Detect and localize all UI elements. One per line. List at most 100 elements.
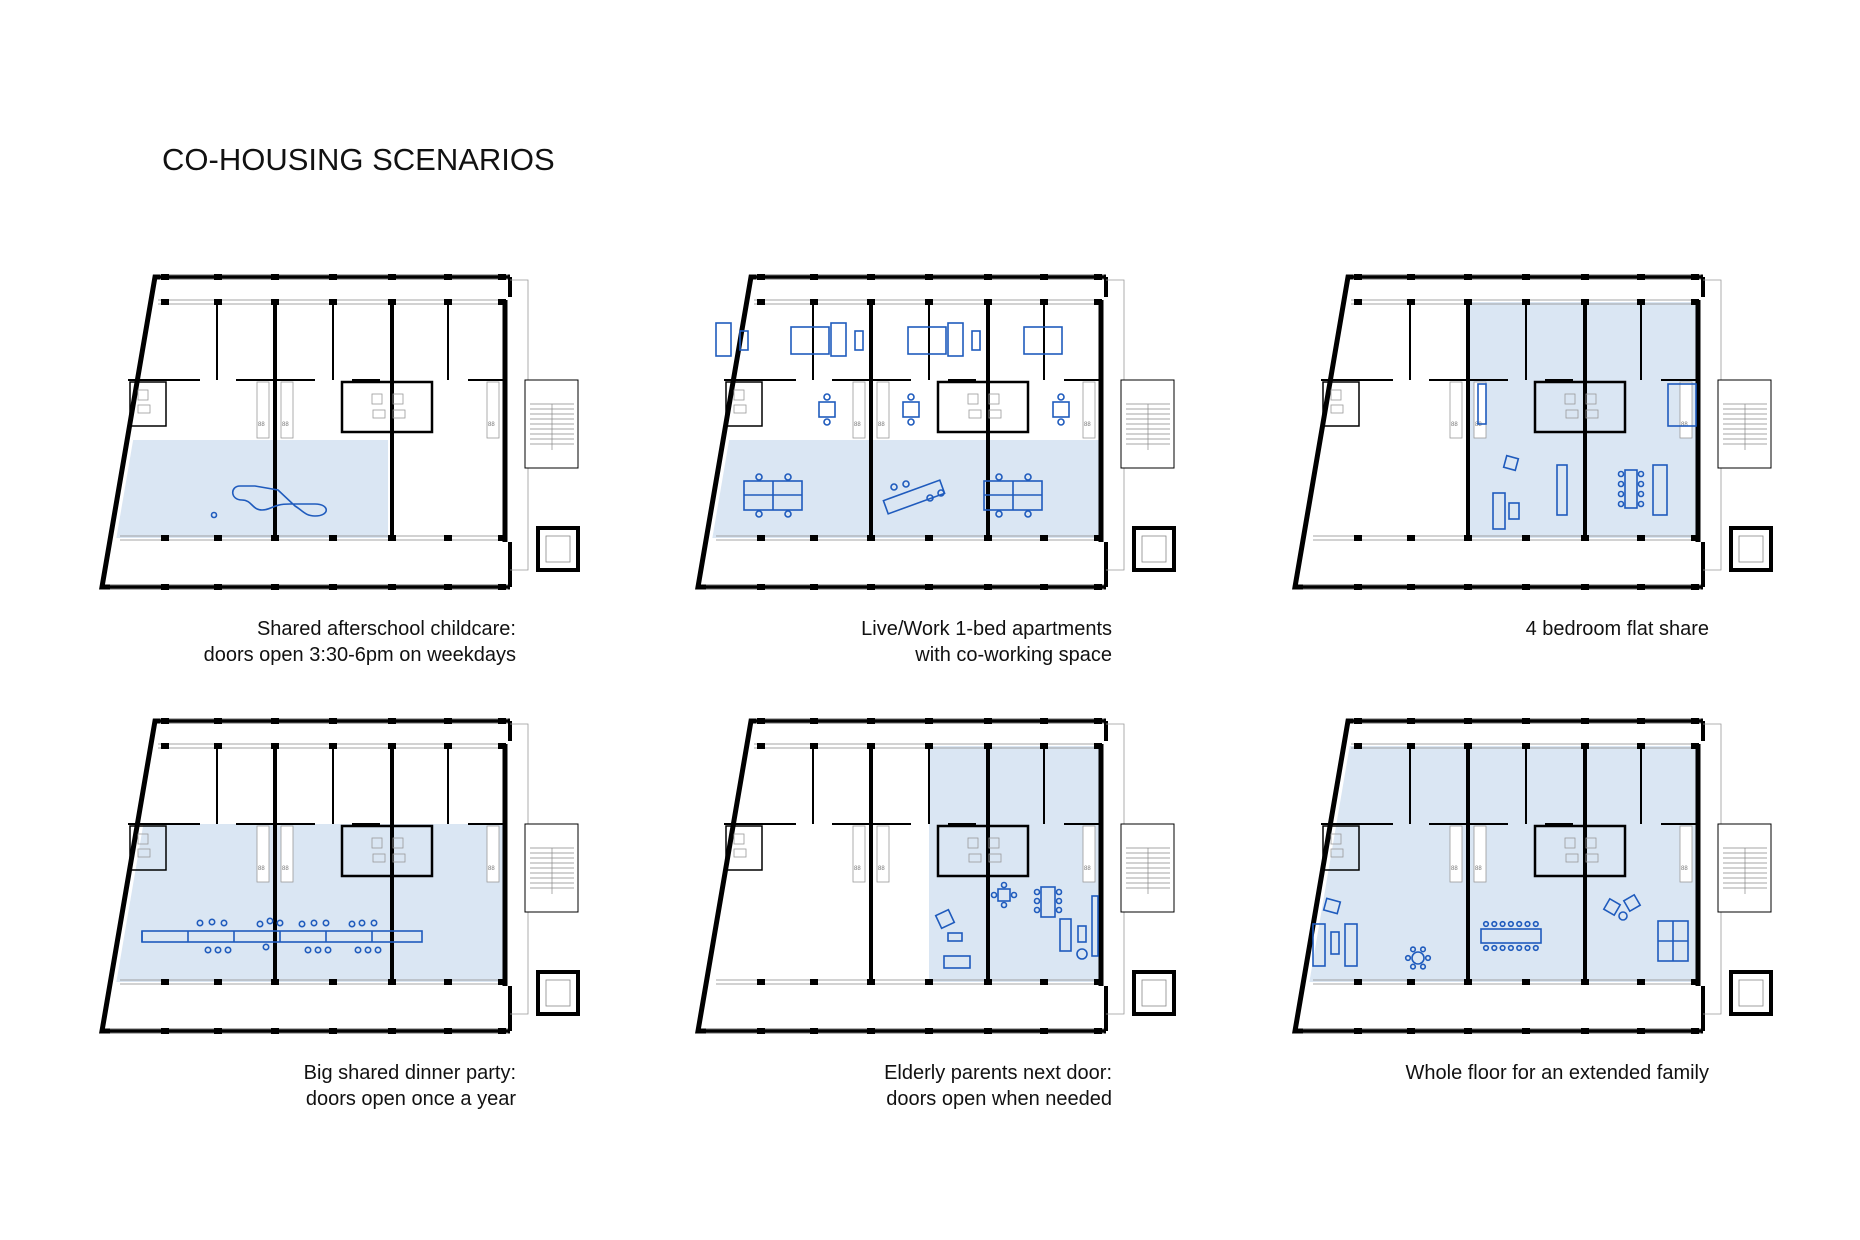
pier bbox=[214, 718, 222, 724]
lift bbox=[536, 970, 580, 1016]
pier bbox=[757, 535, 765, 541]
chair bbox=[1532, 920, 1539, 928]
kitchen-unit bbox=[1477, 383, 1487, 425]
balcony-line bbox=[1106, 279, 1125, 380]
chair bbox=[370, 919, 378, 927]
pier bbox=[271, 718, 279, 724]
pier bbox=[1522, 535, 1530, 541]
caption-line: Live/Work 1-bed apartments bbox=[861, 618, 1112, 640]
chair bbox=[1491, 920, 1498, 928]
chair bbox=[823, 393, 831, 401]
wardrobe bbox=[830, 322, 847, 357]
chair bbox=[310, 919, 318, 927]
pier bbox=[214, 979, 222, 985]
pier bbox=[214, 535, 222, 541]
side-table bbox=[1618, 911, 1628, 921]
pier bbox=[1354, 535, 1362, 541]
chair bbox=[1424, 954, 1432, 962]
kitchen-counter bbox=[876, 825, 890, 883]
pier bbox=[161, 743, 169, 749]
pier bbox=[757, 979, 765, 985]
basin bbox=[988, 853, 1002, 863]
pier bbox=[329, 1028, 337, 1034]
basin bbox=[137, 404, 151, 414]
balcony-line bbox=[1703, 468, 1722, 571]
pier bbox=[1464, 1028, 1472, 1034]
page-title: CO-HOUSING SCENARIOS bbox=[162, 142, 555, 177]
sideboard bbox=[1556, 464, 1568, 516]
chair bbox=[220, 919, 228, 927]
chair bbox=[214, 946, 222, 954]
kitchen-counter bbox=[852, 381, 866, 439]
bathroom-pair bbox=[936, 380, 1030, 434]
balcony-line bbox=[1106, 468, 1125, 571]
pier bbox=[810, 274, 818, 280]
toilet bbox=[392, 393, 404, 405]
shared-area bbox=[929, 746, 1101, 982]
pier bbox=[810, 584, 818, 590]
shelf bbox=[1652, 464, 1668, 516]
pier bbox=[388, 1028, 396, 1034]
caption-line: doors open 3:30-6pm on weekdays bbox=[203, 644, 516, 666]
chair bbox=[276, 919, 284, 927]
armchair bbox=[1502, 454, 1520, 472]
pier bbox=[388, 718, 396, 724]
kitchen-counter bbox=[280, 825, 294, 883]
bed bbox=[943, 955, 971, 969]
chair bbox=[1024, 473, 1032, 481]
chair bbox=[196, 919, 204, 927]
chair bbox=[1033, 897, 1041, 905]
pier bbox=[444, 584, 452, 590]
kitchen-counter bbox=[1679, 825, 1693, 883]
basin bbox=[137, 848, 151, 858]
pier bbox=[498, 743, 506, 749]
pier bbox=[1464, 274, 1472, 280]
pier bbox=[1354, 299, 1362, 305]
pier bbox=[1464, 584, 1472, 590]
chair bbox=[1404, 954, 1412, 962]
balcony-line bbox=[1703, 912, 1722, 1015]
pier bbox=[329, 274, 337, 280]
chair bbox=[354, 946, 362, 954]
chair bbox=[1637, 470, 1645, 478]
lift bbox=[1729, 526, 1773, 572]
pier bbox=[1637, 1028, 1645, 1034]
basin bbox=[968, 853, 982, 863]
lift-car bbox=[1141, 979, 1167, 1007]
pier bbox=[444, 274, 452, 280]
side-table bbox=[947, 932, 963, 942]
hob-icon: 88 bbox=[258, 866, 265, 872]
sofa bbox=[1312, 923, 1326, 967]
dining-table bbox=[1040, 886, 1056, 918]
chair bbox=[224, 946, 232, 954]
bathroom bbox=[1322, 381, 1360, 427]
pier bbox=[329, 584, 337, 590]
bathroom bbox=[725, 825, 763, 871]
chair bbox=[1617, 480, 1625, 488]
pier bbox=[329, 718, 337, 724]
pier bbox=[867, 718, 875, 724]
pier bbox=[214, 1028, 222, 1034]
hob-icon: 88 bbox=[1451, 422, 1458, 428]
chair bbox=[374, 946, 382, 954]
pier bbox=[1691, 1028, 1699, 1034]
chair bbox=[784, 473, 792, 481]
dining-table bbox=[1624, 469, 1638, 509]
chair bbox=[890, 483, 898, 491]
pier bbox=[757, 718, 765, 724]
pier bbox=[1637, 718, 1645, 724]
pier bbox=[1522, 274, 1530, 280]
pier bbox=[498, 1028, 506, 1034]
basin bbox=[1330, 404, 1344, 414]
toilet bbox=[392, 837, 404, 849]
chair bbox=[1055, 906, 1063, 914]
toilet bbox=[733, 833, 745, 845]
pier bbox=[1691, 274, 1699, 280]
pier bbox=[1581, 718, 1589, 724]
chair bbox=[1024, 510, 1032, 518]
armchair bbox=[934, 908, 956, 930]
